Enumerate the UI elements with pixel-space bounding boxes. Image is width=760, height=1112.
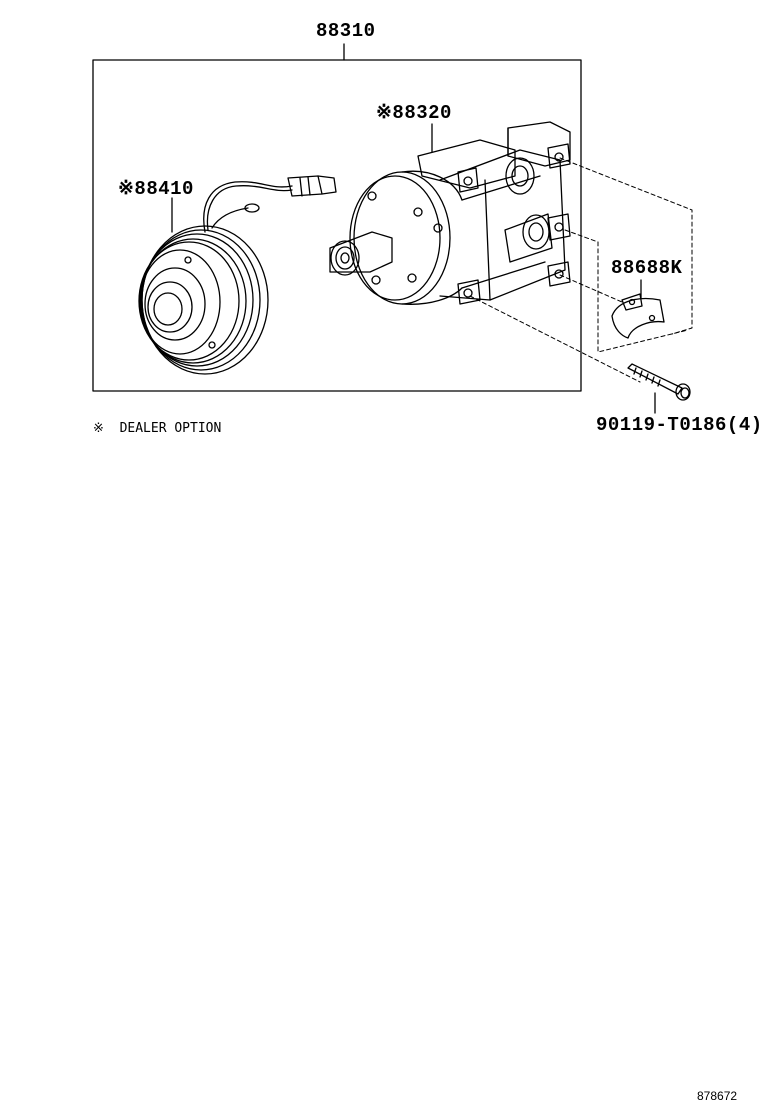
assembly-part-number: 88310 — [316, 20, 376, 42]
figure-number: 878672 — [697, 1089, 738, 1103]
note-text: DEALER OPTION — [119, 421, 222, 436]
magnetic-clutch-drawing — [138, 175, 337, 375]
dealer-option-note: ※ DEALER OPTION — [93, 422, 221, 435]
bracket-drawing — [611, 293, 665, 339]
clutch-part-number: ※88410 — [118, 178, 194, 200]
note-symbol: ※ — [93, 421, 104, 436]
assembly-frame — [92, 43, 582, 392]
bracket-part-number: 88688K — [611, 257, 683, 279]
compressor-part-number: ※88320 — [376, 102, 452, 124]
leader-lines — [171, 123, 656, 414]
compressor-drawing — [329, 121, 571, 305]
bolt-part-number: 90119-T0186(4) — [596, 414, 760, 436]
bolt-drawing — [627, 363, 691, 401]
